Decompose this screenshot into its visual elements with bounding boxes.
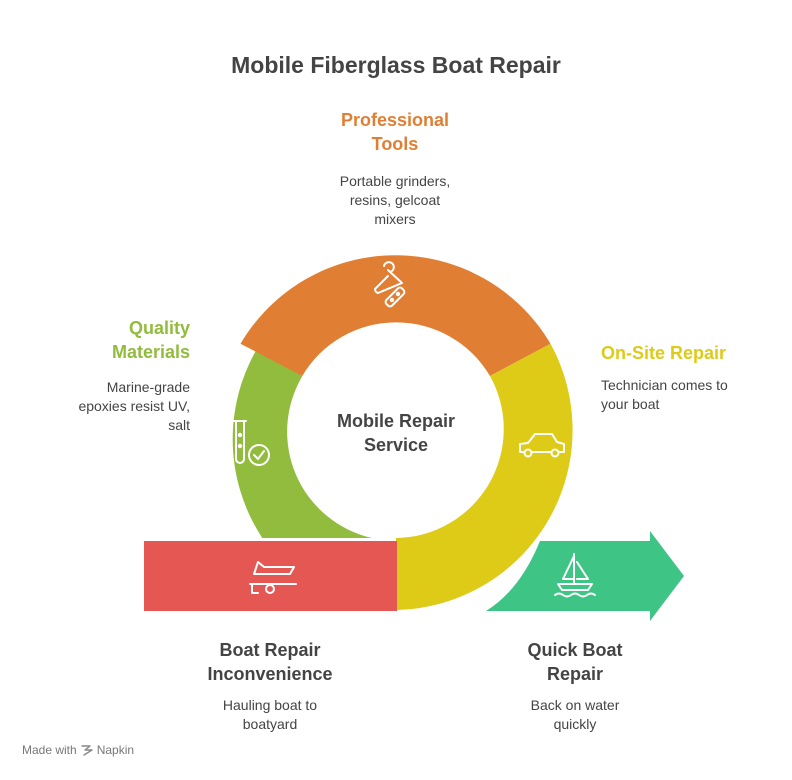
inconvenience-desc-line1: Hauling boat to xyxy=(222,697,318,713)
diagram-title: Mobile Fiberglass Boat Repair xyxy=(231,52,561,78)
center-label: Mobile Repair Service xyxy=(296,409,496,457)
napkin-logo-icon xyxy=(81,745,93,756)
tools-heading-line2: Tools xyxy=(371,134,419,154)
ring-segment-tools xyxy=(240,255,551,376)
center-label-line2: Service xyxy=(363,435,429,455)
materials-heading-line2: Materials xyxy=(111,342,190,362)
quick-heading-line1: Quick Boat xyxy=(527,640,623,660)
ring-segment-onsite xyxy=(396,343,573,610)
tools-desc-line2: resins, gelcoat xyxy=(349,192,441,208)
inconvenience-heading-line2: Inconvenience xyxy=(207,664,333,684)
materials-description: Marine-grade epoxies resist UV, salt xyxy=(40,378,190,435)
materials-desc-line2: epoxies resist UV, xyxy=(78,398,190,414)
tools-description: Portable grinders, resins, gelcoat mixer… xyxy=(300,172,490,229)
onsite-heading-line1: On-Site Repair xyxy=(601,343,727,363)
quick-description: Back on water quickly xyxy=(480,696,670,734)
materials-heading-line1: Quality xyxy=(128,318,190,338)
materials-desc-line3: salt xyxy=(168,417,190,433)
tools-desc-line3: mixers xyxy=(374,211,416,227)
onsite-description: Technician comes to your boat xyxy=(601,376,781,414)
inconvenience-heading-line1: Boat Repair xyxy=(219,640,321,660)
inconvenience-desc-line2: boatyard xyxy=(242,716,298,732)
ring-segment-materials xyxy=(232,340,372,538)
tools-heading: Professional Tools xyxy=(300,108,490,156)
boat-trailer-icon xyxy=(249,561,297,594)
quick-heading-line2: Repair xyxy=(546,664,604,684)
tools-heading-line1: Professional xyxy=(340,110,450,130)
materials-heading: Quality Materials xyxy=(40,316,190,364)
center-label-line1: Mobile Repair xyxy=(336,411,456,431)
quick-heading: Quick Boat Repair xyxy=(480,638,670,686)
onsite-heading: On-Site Repair xyxy=(601,341,781,365)
onsite-desc-line1: Technician comes to xyxy=(601,377,728,393)
tools-icon xyxy=(374,261,406,308)
quick-desc-line1: Back on water xyxy=(530,697,620,713)
onsite-desc-line2: your boat xyxy=(601,396,660,412)
sailboat-icon xyxy=(554,553,596,598)
inconvenience-description: Hauling boat to boatyard xyxy=(170,696,370,734)
made-with-label: Made with xyxy=(22,743,77,757)
made-with-footer: Made with Napkin xyxy=(22,743,134,757)
car-icon xyxy=(519,433,565,458)
quick-desc-line2: quickly xyxy=(553,716,597,732)
materials-desc-line1: Marine-grade xyxy=(106,379,190,395)
test-tube-check-icon xyxy=(233,420,270,466)
tools-desc-line1: Portable grinders, xyxy=(339,173,451,189)
inconvenience-heading: Boat Repair Inconvenience xyxy=(170,638,370,686)
napkin-brand: Napkin xyxy=(96,743,135,757)
bar-inconvenience xyxy=(144,541,397,611)
